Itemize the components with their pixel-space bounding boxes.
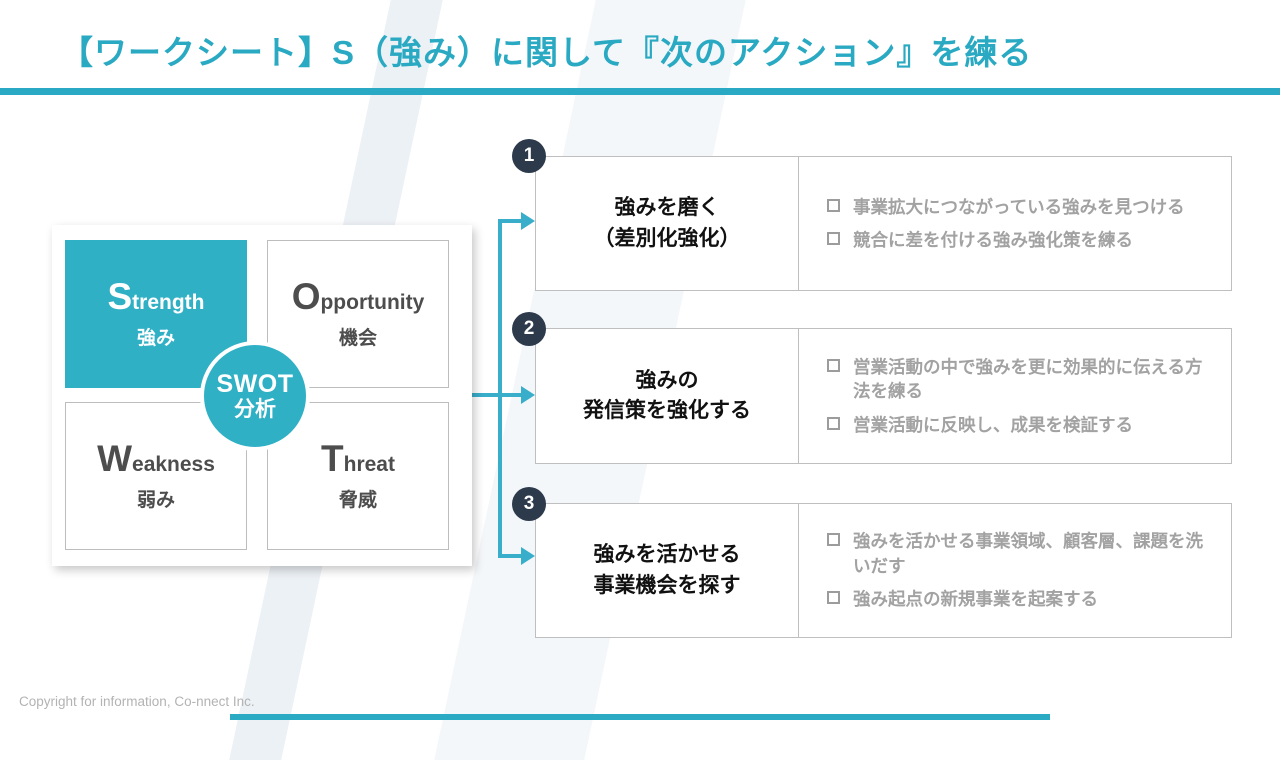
page-title: 【ワークシート】S（強み）に関して『次のアクション』を練る [60, 34, 1033, 71]
connector-line [498, 219, 502, 558]
swot-circle-label: SWOT [216, 369, 294, 398]
checkbox-icon [827, 416, 840, 430]
action-row-1: 強みを磨く （差別化強化） 事業拡大につながっている強みを見つける 競合に差を付… [535, 156, 1232, 291]
bottom-accent-bar [230, 714, 1050, 720]
action-row-2: 強みの 発信策を強化する 営業活動の中で強みを更に効果的に伝える方法を練る 営業… [535, 328, 1232, 464]
action-title-2: 強みの 発信策を強化する [536, 329, 799, 463]
connector-line [498, 393, 522, 397]
checklist-2: 営業活動の中で強みを更に効果的に伝える方法を練る 営業活動に反映し、成果を検証す… [799, 329, 1231, 463]
action-title-line: 強みを活かせる [593, 543, 741, 567]
checklist-1: 事業拡大につながっている強みを見つける 競合に差を付ける強み強化策を練る [799, 157, 1231, 290]
checkbox-icon [827, 591, 840, 605]
action-title-line: 事業機会を探す [593, 573, 741, 597]
checklist-item: 強みを活かせる事業領域、顧客層、課題を洗いだす [827, 529, 1207, 578]
quadrant-letter: W [97, 438, 133, 479]
checkbox-icon [827, 198, 840, 212]
checklist-item: 営業活動の中で強みを更に効果的に伝える方法を練る [827, 355, 1207, 404]
checklist-item: 競合に差を付ける強み強化策を練る [827, 228, 1207, 253]
arrow-right-icon [521, 547, 535, 565]
quadrant-letter: S [107, 276, 133, 317]
checklist-item-text: 強みを活かせる事業領域、顧客層、課題を洗いだす [853, 531, 1203, 576]
step-badge-1: 1 [512, 139, 546, 173]
action-title-line: 強みを磨く [614, 196, 720, 220]
checklist-item-text: 強み起点の新規事業を起案する [853, 589, 1098, 610]
checklist-3: 強みを活かせる事業領域、顧客層、課題を洗いだす 強み起点の新規事業を起案する [799, 504, 1231, 637]
arrow-right-icon [521, 386, 535, 404]
quadrant-threat-jp: 脅威 [338, 490, 377, 511]
checkbox-icon [827, 358, 840, 372]
action-title-3: 強みを活かせる 事業機会を探す [536, 504, 799, 637]
swot-center-circle: SWOT 分析 [200, 341, 310, 451]
connector-line [498, 554, 522, 558]
swot-circle-sublabel: 分析 [234, 398, 276, 422]
connector-line [498, 219, 522, 223]
quadrant-word-rest: pportunity [320, 291, 425, 314]
checkbox-icon [827, 533, 840, 547]
action-title-line: 強みの [635, 368, 699, 392]
checklist-item-text: 営業活動に反映し、成果を検証する [853, 414, 1133, 435]
footer-copyright: Copyright for information, Co-nnect Inc. [19, 694, 255, 709]
checklist-item: 営業活動に反映し、成果を検証する [827, 413, 1207, 438]
title-underline [0, 88, 1280, 95]
quadrant-strength-jp: 強み [136, 328, 175, 349]
action-title-line: （差別化強化） [593, 226, 741, 250]
action-row-3: 強みを活かせる 事業機会を探す 強みを活かせる事業領域、顧客層、課題を洗いだす … [535, 503, 1232, 638]
quadrant-opportunity-jp: 機会 [338, 328, 377, 349]
quadrant-word-rest: eakness [132, 453, 215, 476]
checklist-item-text: 事業拡大につながっている強みを見つける [853, 196, 1185, 217]
arrow-right-icon [521, 212, 535, 230]
checklist-item-text: 競合に差を付ける強み強化策を練る [853, 230, 1133, 250]
quadrant-letter: T [321, 438, 344, 479]
quadrant-letter: O [291, 276, 321, 317]
quadrant-weakness-jp: 弱み [136, 490, 175, 511]
connector-line [468, 393, 502, 397]
checklist-item: 強み起点の新規事業を起案する [827, 587, 1207, 612]
quadrant-word-rest: trength [132, 291, 205, 314]
checklist-item-text: 営業活動の中で強みを更に効果的に伝える方法を練る [853, 356, 1203, 402]
action-title-line: 発信策を強化する [583, 399, 751, 422]
step-badge-2: 2 [512, 312, 546, 346]
checklist-item: 事業拡大につながっている強みを見つける [827, 195, 1207, 220]
action-title-1: 強みを磨く （差別化強化） [536, 157, 799, 290]
checkbox-icon [827, 232, 840, 245]
step-badge-3: 3 [512, 487, 546, 521]
quadrant-word-rest: hreat [343, 453, 395, 476]
